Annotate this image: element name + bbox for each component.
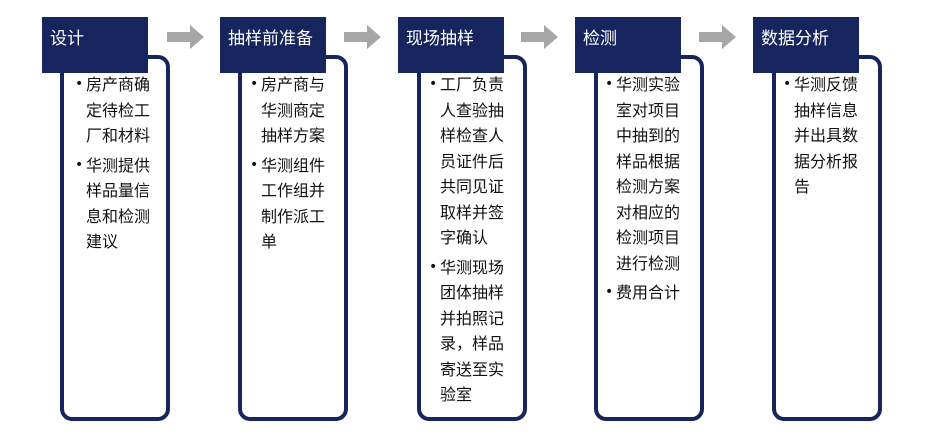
stage-header-testing: 检测	[575, 17, 681, 73]
stage-bullets-analysis: 华测反馈抽样信息并出具数据分析报告	[783, 72, 863, 204]
stage-header-analysis: 数据分析	[753, 17, 859, 73]
stage-bullet: 工厂负责人查验抽样检查人员证件后共同见证取样并签字确认	[429, 72, 509, 251]
stage-bullets-preparation: 房产商与华测商定抽样方案 华测组件工作组并制作派工单	[250, 72, 330, 259]
stage-bullet: 华测组件工作组并制作派工单	[250, 153, 330, 255]
arrow-right-icon	[521, 25, 558, 49]
arrow-right-icon	[699, 25, 736, 49]
stage-bullet: 房产商确定待检工厂和材料	[75, 72, 155, 149]
stage-header-preparation: 抽样前准备	[220, 17, 326, 73]
arrow-right-icon	[167, 25, 204, 49]
stage-bullet: 华测提供样品量信息和检测建议	[75, 153, 155, 255]
stage-bullets-design: 房产商确定待检工厂和材料 华测提供样品量信息和检测建议	[75, 72, 155, 259]
stage-bullets-testing: 华测实验室对项目中抽到的样品根据检测方案对相应的检测项目进行检测 费用合计	[605, 72, 685, 310]
stage-header-sampling: 现场抽样	[398, 17, 504, 73]
stage-bullet: 华测反馈抽样信息并出具数据分析报告	[783, 72, 863, 200]
stage-bullets-sampling: 工厂负责人查验抽样检查人员证件后共同见证取样并签字确认 华测现场团体抽样并拍照记…	[429, 72, 509, 412]
stage-bullet: 华测实验室对项目中抽到的样品根据检测方案对相应的检测项目进行检测	[605, 72, 685, 276]
stage-bullet: 费用合计	[605, 280, 685, 306]
arrow-right-icon	[344, 25, 381, 49]
stage-bullet: 华测现场团体抽样并拍照记录，样品寄送至实验室	[429, 255, 509, 408]
stage-bullet: 房产商与华测商定抽样方案	[250, 72, 330, 149]
stage-header-design: 设计	[42, 17, 148, 73]
